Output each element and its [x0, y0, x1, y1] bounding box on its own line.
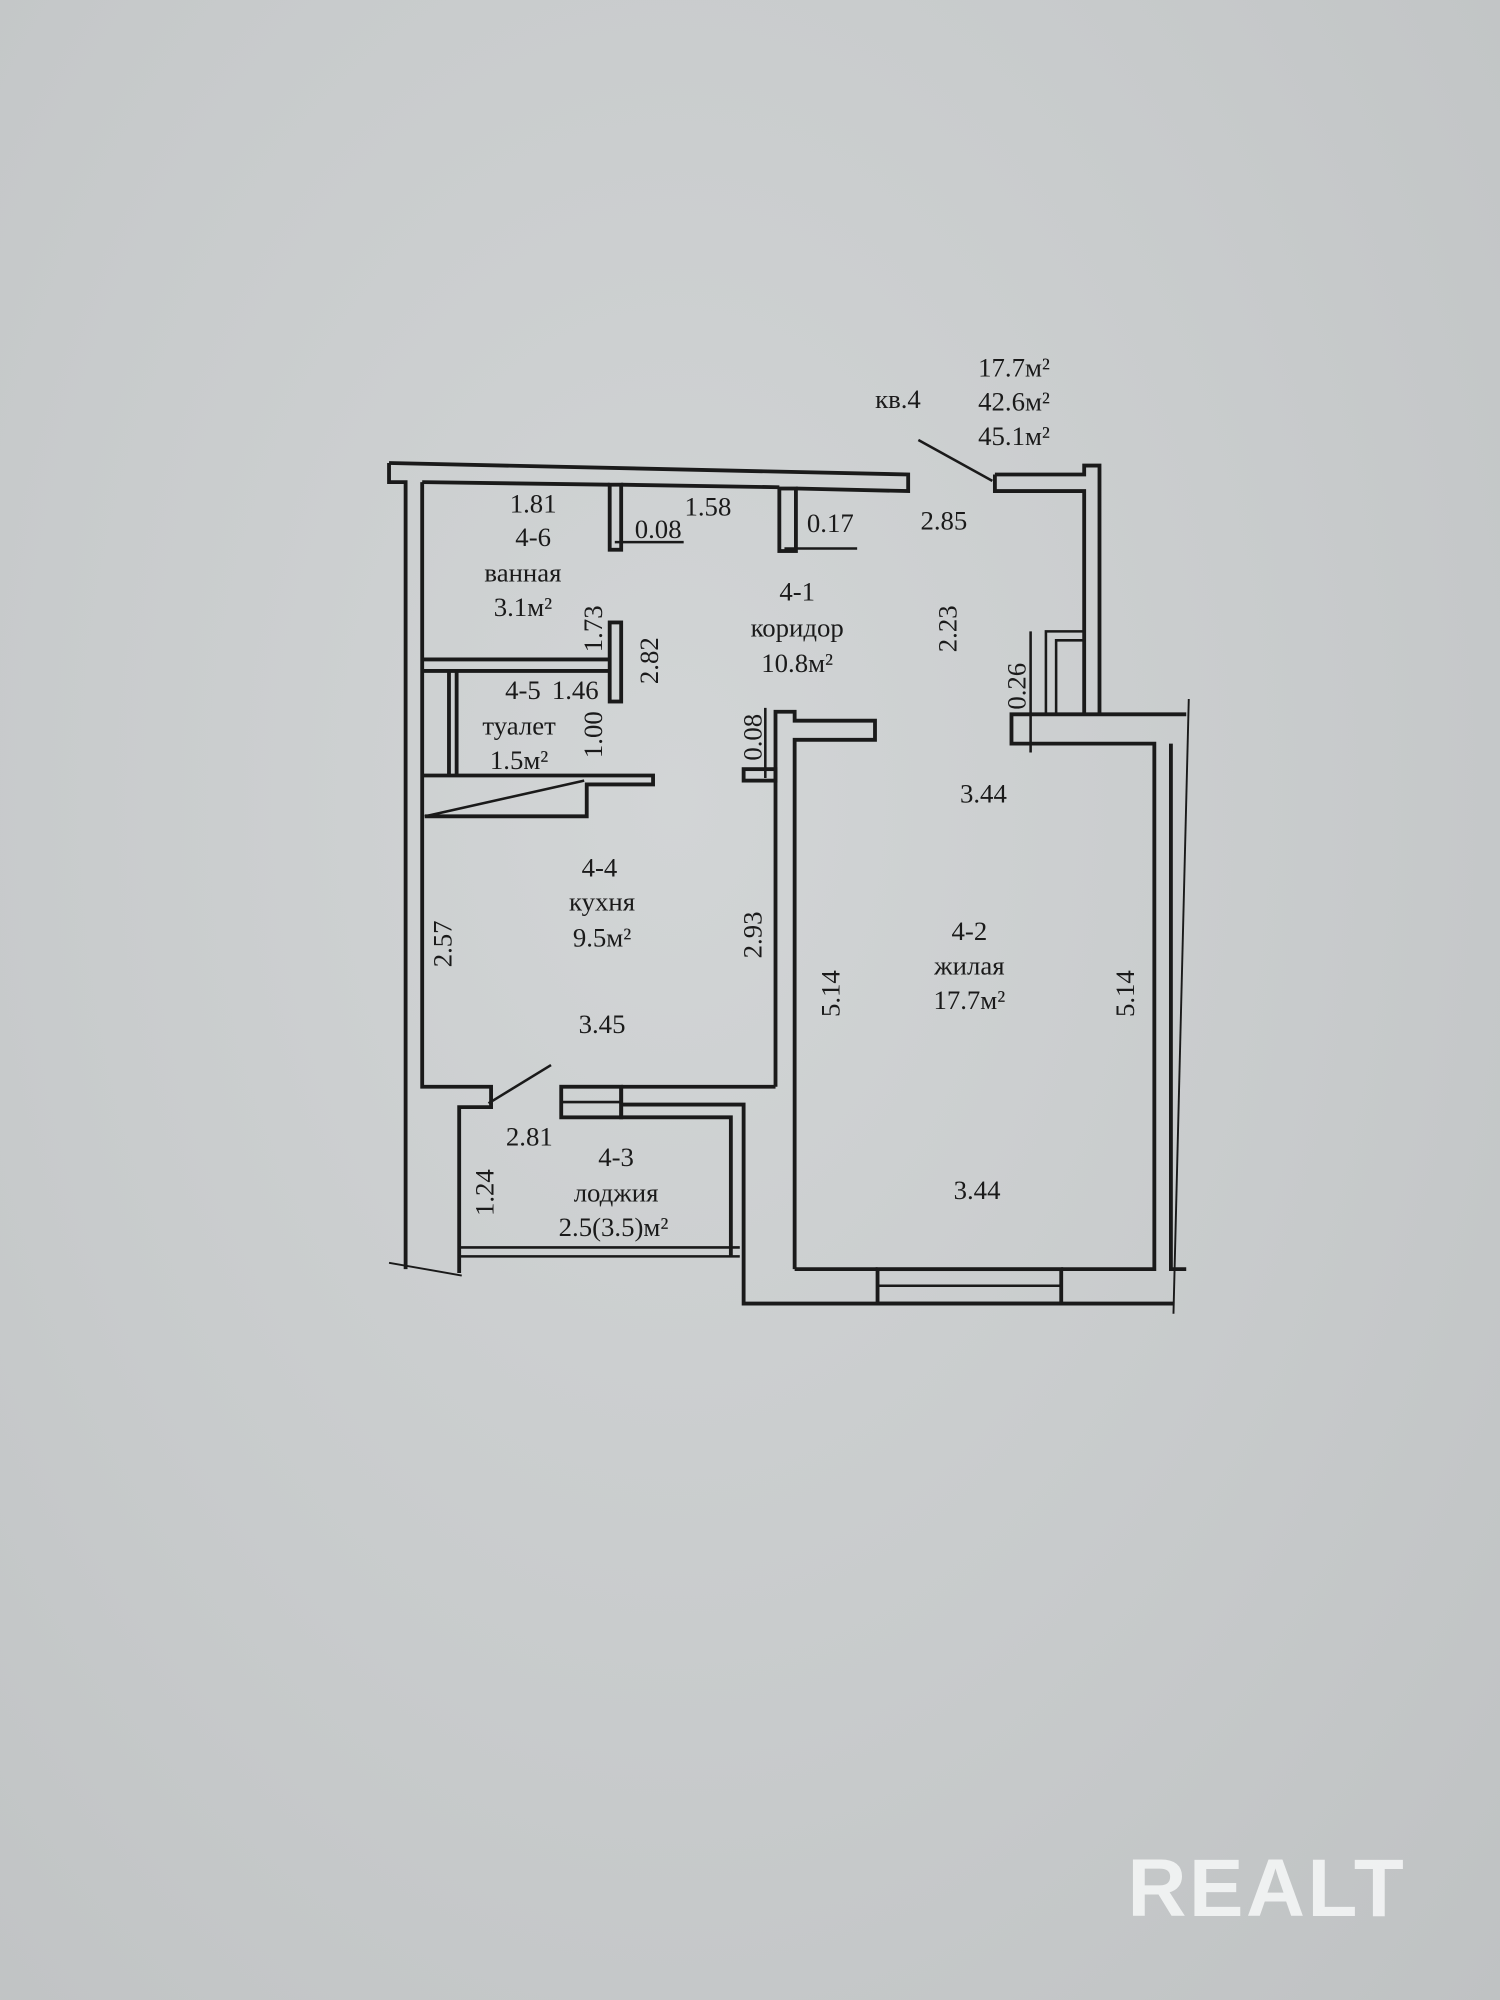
room-area: 9.5м²: [573, 922, 631, 952]
room-name: жилая: [933, 950, 1004, 980]
apartment-summary: кв.4 17.7м² 42.6м² 45.1м²: [875, 352, 1050, 451]
room-id: 4-2: [952, 916, 988, 946]
right-wall-outer: [1169, 743, 1187, 1272]
room-area: 17.7м²: [933, 985, 1005, 1015]
dimension: 2.82: [634, 637, 664, 684]
apartment-label: кв.4: [875, 384, 921, 414]
entrance-wall: [992, 474, 1087, 715]
total-area-with-loggia: 45.1м²: [978, 421, 1050, 451]
room-id: 4-5: [505, 675, 541, 705]
entrance-wall: [994, 463, 1102, 715]
closet: [1054, 639, 1085, 715]
entrance-leader: [917, 438, 993, 482]
dimension: 1.00: [578, 711, 608, 758]
room-name: коридор: [751, 612, 844, 642]
corridor-wall: [773, 709, 877, 1270]
closet: [1044, 630, 1085, 715]
room-id: 4-4: [582, 852, 618, 882]
top-wall-inner: [621, 482, 780, 490]
door-swing: [487, 1063, 552, 1105]
room-name: лоджия: [574, 1178, 659, 1208]
room-bottom-wall: [1009, 712, 1187, 1272]
dimension: 0.17: [807, 508, 854, 538]
dimension: 3.44: [960, 778, 1007, 808]
dimensions: 1.81 1.58 0.08 0.17 2.85 1.73 2.82 2.23 …: [428, 489, 1140, 1216]
dimension: 2.23: [933, 605, 963, 652]
loggia-wall: [619, 1086, 733, 1257]
dimension: 1.73: [578, 605, 608, 652]
partition-stub: [607, 482, 624, 552]
partition-stub: [777, 486, 798, 553]
break-line: [1172, 698, 1190, 1314]
dimension: 0.26: [1002, 663, 1032, 710]
dimension: 3.45: [579, 1009, 626, 1039]
left-wall-inner: [420, 482, 493, 1273]
top-wall-outer: [388, 461, 911, 494]
dimension: 1.81: [510, 489, 557, 519]
partition-stub: [607, 620, 624, 704]
left-wall-outer: [387, 463, 408, 1270]
dimension: 2.85: [920, 505, 967, 535]
break-line: [388, 1261, 462, 1277]
dimension: 5.14: [815, 970, 845, 1017]
room-name: туалет: [482, 711, 556, 741]
dimension: 1.46: [552, 675, 599, 705]
door-swing: [424, 779, 585, 818]
living-area: 17.7м²: [978, 352, 1050, 382]
dimension: 2.57: [428, 920, 458, 967]
dimension: 0.08: [737, 714, 767, 761]
dimension: 5.14: [1110, 970, 1140, 1017]
realt-watermark: REALT: [1128, 1843, 1407, 1934]
dimension: 0.08: [635, 514, 682, 544]
dimension: 1.24: [470, 1169, 500, 1216]
dimension: 2.81: [506, 1121, 553, 1151]
walls: [387, 438, 1190, 1314]
total-area: 42.6м²: [978, 387, 1050, 417]
room-area: 3.1м²: [494, 592, 552, 622]
partition-stub: [741, 767, 778, 783]
room-area: 10.8м²: [761, 648, 833, 678]
dimension: 3.44: [954, 1175, 1001, 1205]
toilet-bottom-wall: [422, 773, 655, 819]
room-labels: 4-6 ванная 3.1м² 4-1 коридор 10.8м² 4-5 …: [482, 522, 1005, 1242]
room-id: 4-6: [515, 522, 551, 552]
room-name: ванная: [484, 558, 561, 588]
dimension: 2.93: [737, 912, 767, 959]
room-id: 4-1: [779, 577, 815, 607]
loggia-wall: [621, 1102, 1174, 1306]
room-id: 4-3: [598, 1142, 634, 1172]
dimension: 1.58: [684, 491, 731, 521]
top-wall-inner: [422, 480, 610, 487]
room-name: кухня: [569, 887, 635, 917]
room-area: 2.5(3.5)м²: [559, 1212, 669, 1242]
room-area: 1.5м²: [490, 745, 548, 775]
